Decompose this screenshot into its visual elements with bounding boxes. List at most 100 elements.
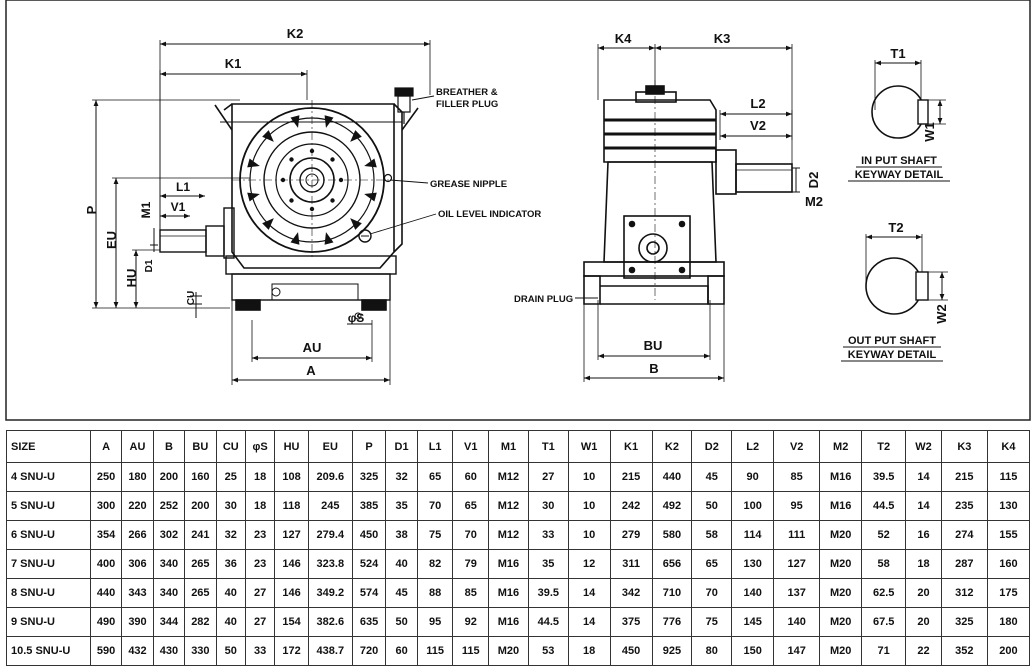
value-cell: 490 (89, 607, 123, 637)
value-cell: 53 (527, 636, 569, 666)
flange-bolt (247, 158, 260, 168)
column-header: L2 (731, 430, 775, 463)
column-header: φS (244, 430, 276, 463)
hub-hole (330, 157, 335, 162)
hub-hole (280, 177, 286, 183)
value-cell: 390 (121, 607, 154, 637)
note-breather-line2: FILLER PLUG (436, 99, 498, 110)
hub-hole (309, 206, 315, 212)
note-oil-level: OIL LEVEL INDICATOR (438, 209, 541, 220)
value-cell: 160 (986, 549, 1031, 579)
value-cell: 30 (215, 491, 246, 521)
value-cell: 432 (121, 636, 154, 666)
value-cell: M16 (488, 549, 529, 579)
dim-p: P (84, 205, 99, 214)
value-cell: 150 (731, 636, 775, 666)
value-cell: 323.8 (307, 549, 353, 579)
column-header: BU (184, 430, 217, 463)
value-cell: 140 (731, 578, 775, 608)
value-cell: 40 (215, 607, 246, 637)
size-cell: 9 SNU-U (6, 607, 91, 637)
value-cell: 325 (351, 462, 387, 492)
value-cell: 58 (861, 549, 907, 579)
value-cell: 287 (940, 549, 988, 579)
flange-bolt (290, 115, 300, 128)
value-cell: 146 (274, 578, 309, 608)
value-cell: 18 (244, 491, 276, 521)
value-cell: 36 (215, 549, 246, 579)
value-cell: 12 (567, 549, 611, 579)
value-cell: 209.6 (307, 462, 353, 492)
value-cell: 180 (121, 462, 154, 492)
value-cell: 154 (274, 607, 309, 637)
flange-bolt (247, 192, 260, 202)
value-cell: 85 (452, 578, 490, 608)
value-cell: 300 (89, 491, 123, 521)
value-cell: 145 (731, 607, 775, 637)
value-cell: M20 (819, 636, 863, 666)
value-cell: M20 (819, 549, 863, 579)
value-cell: 27 (244, 578, 276, 608)
dim-a: A (306, 363, 316, 378)
value-cell: 18 (567, 636, 611, 666)
dim-d1: D1 (144, 259, 155, 272)
value-cell: 50 (691, 491, 733, 521)
value-cell: 44.5 (861, 491, 907, 521)
value-cell: 172 (274, 636, 309, 666)
value-cell: 44.5 (527, 607, 569, 637)
flange-bolt (324, 115, 334, 128)
column-header: HU (274, 430, 309, 463)
value-cell: 82 (416, 549, 454, 579)
flange-bolt (350, 218, 362, 230)
value-cell: 354 (89, 520, 123, 550)
column-header: D1 (385, 430, 418, 463)
value-cell: 302 (152, 520, 186, 550)
value-cell: 215 (609, 462, 653, 492)
dim-t2: T2 (888, 220, 903, 235)
dim-l1: L1 (176, 180, 190, 194)
value-cell: 242 (609, 491, 653, 521)
value-cell: 146 (274, 549, 309, 579)
value-cell: M20 (819, 520, 863, 550)
column-header: M1 (488, 430, 529, 463)
value-cell: 14 (905, 462, 942, 492)
note-output-shaft: OUT PUT SHAFT (848, 335, 936, 347)
value-cell: 20 (905, 578, 942, 608)
value-cell: 100 (731, 491, 775, 521)
dim-m1: M1 (139, 201, 153, 218)
value-cell: 344 (152, 607, 186, 637)
value-cell: 274 (940, 520, 988, 550)
dim-v1: V1 (171, 200, 186, 214)
value-cell: 32 (385, 462, 418, 492)
value-cell: 20 (905, 607, 942, 637)
column-header: A (89, 430, 123, 463)
value-cell: 492 (651, 491, 693, 521)
flange-bolt (262, 218, 274, 230)
column-header: SIZE (6, 430, 91, 463)
column-header: AU (121, 430, 154, 463)
value-cell: 580 (651, 520, 693, 550)
value-cell: 590 (89, 636, 123, 666)
value-cell: 127 (274, 520, 309, 550)
dim-t1: T1 (890, 46, 905, 61)
value-cell: 60 (385, 636, 418, 666)
hub-hole (309, 148, 315, 154)
value-cell: 60 (452, 462, 490, 492)
dim-k2: K2 (287, 26, 304, 41)
value-cell: M12 (488, 462, 529, 492)
dim-l2: L2 (750, 96, 765, 111)
value-cell: 130 (986, 491, 1031, 521)
value-cell: 95 (773, 491, 821, 521)
value-cell: 38 (385, 520, 418, 550)
value-cell: 22 (905, 636, 942, 666)
value-cell: M12 (488, 491, 529, 521)
column-header: K3 (940, 430, 988, 463)
value-cell: 62.5 (861, 578, 907, 608)
value-cell: 200 (184, 491, 217, 521)
value-cell: 18 (244, 462, 276, 492)
